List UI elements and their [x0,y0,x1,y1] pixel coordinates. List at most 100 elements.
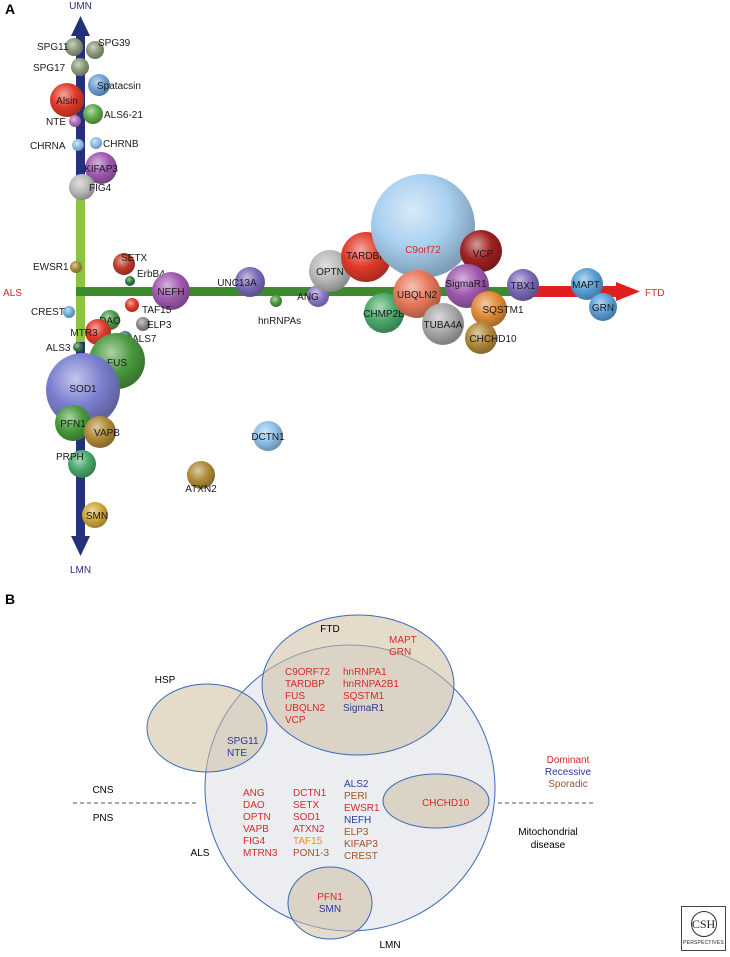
bubble-dctn1 [253,421,283,451]
bubble-unc13a [235,267,265,297]
legend-dominant: Dominant [547,755,590,766]
csh-perspectives-logo: CSH PERSPECTIVES [681,906,726,951]
bubble-grn [589,293,617,321]
hsp-region-label: HSP [155,675,176,686]
bubble-als6-21 [83,104,103,124]
bubble-tuba4a [422,303,464,345]
ftd-arrow-shaft [520,286,618,297]
bubble-prph [68,450,96,478]
bubble-optn [309,250,351,292]
gene-label-spg17: SPG17 [33,63,66,74]
lmn-gene-smn: SMN [319,904,341,915]
gene-label-als7: ALS7 [132,334,157,345]
gene-label-crest: CREST [31,307,65,318]
ftd-gene-tardbp: TARDBP [285,679,325,690]
gene-label-als6-21: ALS6-21 [104,110,143,121]
hsp-gene-spg11: SPG11 [227,736,259,747]
gene-label-nefh: NEFH [157,287,184,298]
lmn-gene-pfn1: PFN1 [317,892,343,903]
bubble-ewsr1 [70,261,82,273]
legend-sporadic: Sporadic [548,779,587,790]
gene-label-dao: DAO [99,316,121,327]
gene-label-smn: SMN [86,511,108,522]
gene-label-chmp2b: CHMP2B [363,309,405,320]
gene-label-vapb: VAPB [94,428,120,439]
als-gene-dao: DAO [243,800,265,811]
gene-label-chchd10: CHCHD10 [469,334,517,345]
pns-label: PNS [93,813,114,824]
als-gene-fig4: FIG4 [243,836,266,847]
gene-label-hnrnpas: hnRNPAs [258,316,301,327]
bubble-vcp [460,230,502,272]
als-gene-mtrn3: MTRN3 [243,848,278,859]
gene-label-chrnb: CHRNB [103,139,139,150]
gene-label-ang: ANG [297,292,319,303]
als-gene-kifap3: KIFAP3 [344,839,378,850]
lmn-label: LMN [70,565,91,576]
lmn-arrowhead [71,536,90,556]
hsp-gene-nte: NTE [227,748,247,759]
bubble-chrnb [90,137,102,149]
gene-label-nte: NTE [46,117,66,128]
bubble-vapb [84,416,116,448]
ftd-only-gene-mapt: MAPT [389,635,417,646]
bubble-setx [113,253,135,275]
als-gene-elp3: ELP3 [344,827,369,838]
als-gene-ang: ANG [243,788,265,799]
gene-label-erbb4: ErbB4 [137,269,165,280]
bubble-ubqln2 [393,270,441,318]
als-axis-label: ALS [3,288,22,299]
bubble-chmp2b [364,293,404,333]
als-gene-sod1: SOD1 [293,812,321,823]
mito-gene-chchd10: CHCHD10 [422,798,470,809]
als-gene-als2: ALS2 [344,779,369,790]
ftd-gene-ubqln2: UBQLN2 [285,703,325,714]
gene-label-chrna: CHRNA [30,141,66,152]
bubble-erbb4 [125,276,135,286]
gene-label-fus: FUS [107,358,127,369]
ftd-gene-hnrnpa2b1: hnRNPA2B1 [343,679,399,690]
panel-a-label: A [5,1,15,17]
bubble-sqstm1 [471,291,507,327]
gene-label-vcp: VCP [473,249,494,260]
gene-label-taf15: TAF15 [142,305,172,316]
gene-label-spg39: SPG39 [98,38,131,49]
bubble-c9orf72 [371,174,475,278]
gene-label-tardbp: TARDBP [346,251,386,262]
legend-recessive: Recessive [545,767,592,778]
gene-label-sod1: SOD1 [69,384,97,395]
bubble-kifap3 [85,152,117,184]
gene-label-mapt: MAPT [572,280,600,291]
bubble-spg11 [65,38,83,56]
gene-label-pfn1: PFN1 [60,419,86,430]
bubble-pfn1 [55,405,91,441]
gene-label-optn: OPTN [316,267,344,278]
gene-label-sqstm1: SQSTM1 [482,305,524,316]
ftd-ellipse [261,614,455,756]
lmn-ellipse [287,866,373,940]
bubble-fig4 [69,174,95,200]
bubble-chchd10 [465,322,497,354]
gene-label-tbx1: TBX1 [510,281,535,292]
cns-label: CNS [92,785,113,796]
panel-b: B FTD HSP ALS LMN Mitochondrial disease … [5,591,595,951]
bubble-nefh [152,272,190,310]
ftd-gene-hnrnpa1: hnRNPA1 [343,667,387,678]
ftd-gene-fus: FUS [285,691,305,702]
bubble-crest [63,306,75,318]
bubble-spatacsin [88,74,110,96]
gene-label-ubqln2: UBQLN2 [397,290,437,301]
gene-label-tuba4a: TUBA4A [424,320,463,331]
gene-label-grn: GRN [592,303,614,314]
ftd-gene-sigmar1: SigmaR1 [343,703,385,714]
panel-b-label: B [5,591,15,607]
gene-label-atxn2: ATXN2 [185,484,217,495]
bubble-hnrnpas [270,295,282,307]
umn-label: UMN [69,1,92,12]
gene-label-alsin: Alsin [56,96,78,107]
logo-sub-text: PERSPECTIVES [683,940,724,946]
gene-label-c9orf72: C9orf72 [405,245,441,256]
